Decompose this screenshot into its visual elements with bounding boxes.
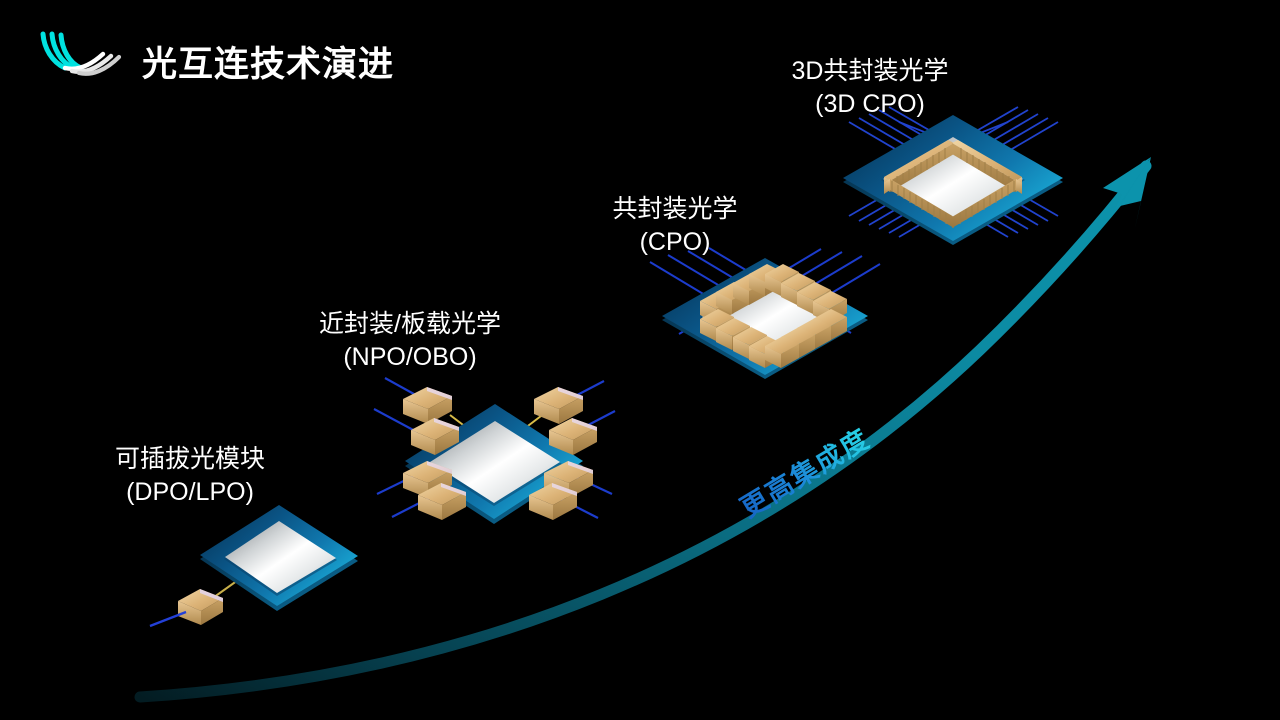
stage-label-cn: 近封装/板载光学 bbox=[319, 310, 501, 338]
stage-label-cn: 可插拔光模块 bbox=[114, 445, 265, 473]
integration-growth-arrow bbox=[134, 157, 1152, 703]
stage-label-npo-obo: 近封装/板载光学 (NPO/OBO) bbox=[195, 308, 625, 374]
stage-label-dpo-lpo: 可插拔光模块 (DPO/LPO) bbox=[0, 443, 380, 509]
chip-3d-cpo bbox=[843, 106, 1063, 245]
stage-label-en: (3D CPO) bbox=[815, 90, 925, 118]
page-title: 光互连技术演进 bbox=[142, 45, 395, 84]
chip-dpo-lpo bbox=[149, 505, 358, 628]
wave-swoosh-logo bbox=[34, 30, 134, 82]
optical-pin-array bbox=[884, 140, 1022, 228]
chip-npo-obo bbox=[373, 377, 616, 524]
optical-module-ring bbox=[403, 387, 597, 520]
stage-label-cn: 3D共封装光学 bbox=[791, 57, 949, 85]
optical-module bbox=[149, 589, 223, 628]
stage-label-en: (DPO/LPO) bbox=[126, 478, 254, 506]
stage-label-3d-cpo: 3D共封装光学 (3D CPO) bbox=[650, 55, 1090, 121]
optical-module-ring bbox=[700, 264, 847, 368]
slide-header: 光互连技术演进 bbox=[0, 0, 1280, 110]
stage-label-cpo: 共封装光学 (CPO) bbox=[465, 193, 885, 259]
stage-label-cn: 共封装光学 bbox=[612, 195, 738, 223]
stage-label-en: (NPO/OBO) bbox=[343, 343, 477, 371]
chip-cpo bbox=[649, 247, 881, 379]
stage-label-en: (CPO) bbox=[639, 228, 711, 256]
